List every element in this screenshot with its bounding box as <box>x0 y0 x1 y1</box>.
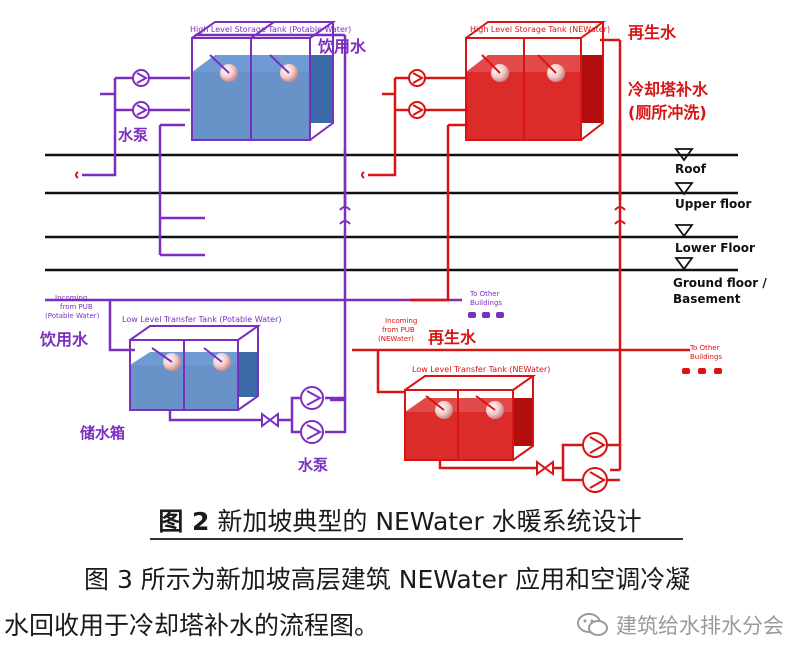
potable-top-pump-cn: 水泵 <box>118 126 148 144</box>
newater-to-other-2: Buildings <box>690 353 722 361</box>
floor-markers <box>674 148 694 271</box>
wechat-icon <box>577 613 608 636</box>
potable-bottom-pumps <box>261 386 324 444</box>
watermark: 建筑给水排水分会 <box>576 610 784 640</box>
pipe-crossings <box>75 171 626 225</box>
figure-number: 图 2 <box>158 507 210 536</box>
newater-incoming-line1: Incoming <box>385 317 417 325</box>
floor-label-upper: Upper floor <box>675 197 752 211</box>
newater-incoming-line2: from PUB <box>382 326 415 334</box>
potable-incoming-line1: Incoming <box>55 294 87 302</box>
watermark-text: 建筑给水排水分会 <box>616 614 784 638</box>
floor-label-basement: Basement <box>673 292 741 306</box>
figure-caption-text: 新加坡典型的 NEWater 水暖系统设计 <box>217 507 642 536</box>
potable-low-tank <box>129 325 262 411</box>
paragraph-line-1: 图 3 所示为新加坡高层建筑 NEWater 应用和空调冷凝 <box>84 565 691 594</box>
potable-incoming-cn: 饮用水 <box>39 330 89 349</box>
newater-piping <box>352 38 690 482</box>
newater-high-tank-cn: 再生水 <box>628 23 677 42</box>
paragraph-line-2: 水回收用于冷却塔补水的流程图。 <box>4 611 380 640</box>
newater-low-tank-label: Low Level Transfer Tank (NEWater) <box>412 365 550 374</box>
potable-bottom-pump-cn: 水泵 <box>298 456 328 474</box>
potable-top-pumps <box>132 69 150 119</box>
potable-to-other-dots <box>468 312 504 318</box>
newater-incoming-line3: (NEWater) <box>378 335 414 343</box>
newater-high-tank <box>465 21 607 141</box>
figure-caption: 图 2 新加坡典型的 NEWater 水暖系统设计 <box>0 502 800 538</box>
newater-top-pumps <box>408 69 426 119</box>
newater-system-diagram: Roof Upper floor Lower Floor Ground floo… <box>39 21 767 493</box>
newater-use-cn-2: (厕所冲洗) <box>628 103 707 122</box>
potable-piping <box>45 33 462 434</box>
potable-to-other-2: Buildings <box>470 299 502 307</box>
potable-low-tank-label: Low Level Transfer Tank (Potable Water) <box>122 315 282 324</box>
newater-incoming-cn: 再生水 <box>428 328 477 347</box>
floor-label-ground: Ground floor / <box>673 276 767 290</box>
newater-bottom-pumps <box>536 432 608 493</box>
potable-high-tank <box>191 21 337 141</box>
floor-lines <box>45 153 738 272</box>
potable-incoming-line3: (Potable Water) <box>45 312 100 320</box>
newater-high-tank-label: High Level Storage Tank (NEWater) <box>470 25 610 34</box>
newater-to-other-dots <box>682 368 722 374</box>
newater-to-other-1: To Other <box>689 344 720 352</box>
caption-underline <box>150 538 683 540</box>
potable-to-other-1: To Other <box>469 290 500 298</box>
floor-label-roof: Roof <box>675 162 707 176</box>
potable-incoming-line2: from PUB <box>60 303 93 311</box>
floor-label-lower: Lower Floor <box>675 241 755 255</box>
newater-use-cn-1: 冷却塔补水 <box>628 80 709 99</box>
potable-high-tank-label: High Level Storage Tank (Potable Water) <box>190 25 351 34</box>
potable-storage-cn: 储水箱 <box>80 424 125 442</box>
potable-high-tank-cn: 饮用水 <box>317 37 367 56</box>
newater-low-tank <box>404 375 537 461</box>
